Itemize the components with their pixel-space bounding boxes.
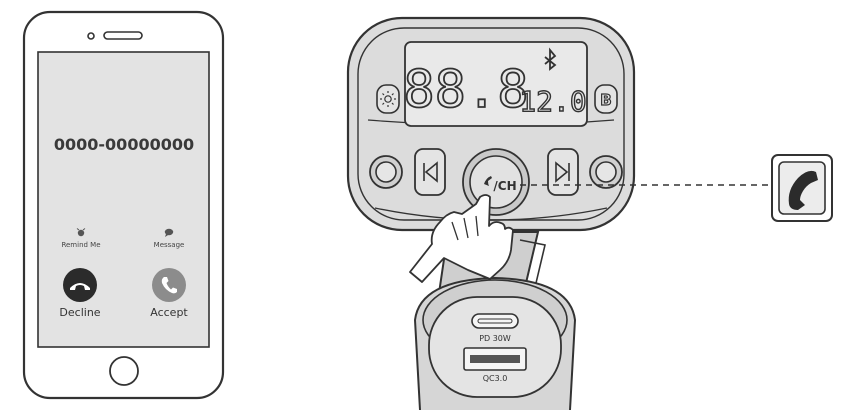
alarm-icon[interactable] [76, 228, 86, 237]
usb-c-label: PD 30W [479, 334, 511, 343]
hang-up-icon [70, 283, 90, 290]
call-channel-button[interactable]: /CH [462, 148, 530, 216]
right-side-knob[interactable] [589, 155, 623, 189]
phone-icon [484, 176, 492, 186]
smartphone: 0000-00000000 Remind Me Message Decline … [22, 10, 225, 400]
phone-screen [37, 51, 210, 348]
message-label[interactable]: Message [154, 241, 185, 249]
message-bubble-icon[interactable] [164, 228, 174, 237]
next-track-icon [555, 161, 570, 183]
decline-button[interactable] [63, 268, 97, 302]
b-button-label: B [600, 91, 611, 109]
left-side-knob[interactable] [369, 155, 403, 189]
bluetooth-icon [544, 47, 557, 71]
phone-icon [788, 170, 818, 210]
usb-c-port[interactable] [471, 313, 519, 329]
callout-phone-key [771, 154, 833, 222]
usb-a-slot [470, 355, 520, 363]
remind-me-label[interactable]: Remind Me [61, 241, 100, 249]
previous-track-icon [423, 161, 438, 183]
neck-joint [519, 239, 546, 301]
accept-circle[interactable] [152, 268, 186, 302]
phone-speaker [103, 31, 143, 40]
phone-camera [87, 32, 95, 40]
home-button[interactable] [109, 356, 139, 386]
head-lower-curve [374, 207, 608, 221]
decline-label[interactable]: Decline [59, 306, 100, 319]
charger-base: PD 30W QC3.0 [413, 276, 577, 411]
port-panel [428, 296, 562, 398]
previous-track-button[interactable] [414, 148, 446, 196]
accept-button[interactable] [152, 268, 186, 302]
display-voltage: 12.0 [519, 85, 586, 118]
caller-number: 0000-00000000 [54, 135, 194, 154]
brightness-button[interactable] [376, 84, 400, 114]
brightness-icon [380, 91, 396, 107]
center-button-label: /CH [493, 179, 516, 193]
usb-c-slot [477, 318, 513, 324]
accept-label[interactable]: Accept [150, 306, 188, 319]
usb-a-label: QC3.0 [483, 374, 508, 383]
b-button[interactable]: B [594, 84, 618, 114]
lcd-display [404, 41, 588, 127]
fm-transmitter: PD 30W QC3.0 88.8 12.0 [346, 16, 636, 411]
pointing-hand-icon [409, 194, 514, 283]
display-frequency: 88.8 [403, 60, 528, 120]
next-track-button[interactable] [547, 148, 579, 196]
phone-icon [161, 277, 177, 294]
